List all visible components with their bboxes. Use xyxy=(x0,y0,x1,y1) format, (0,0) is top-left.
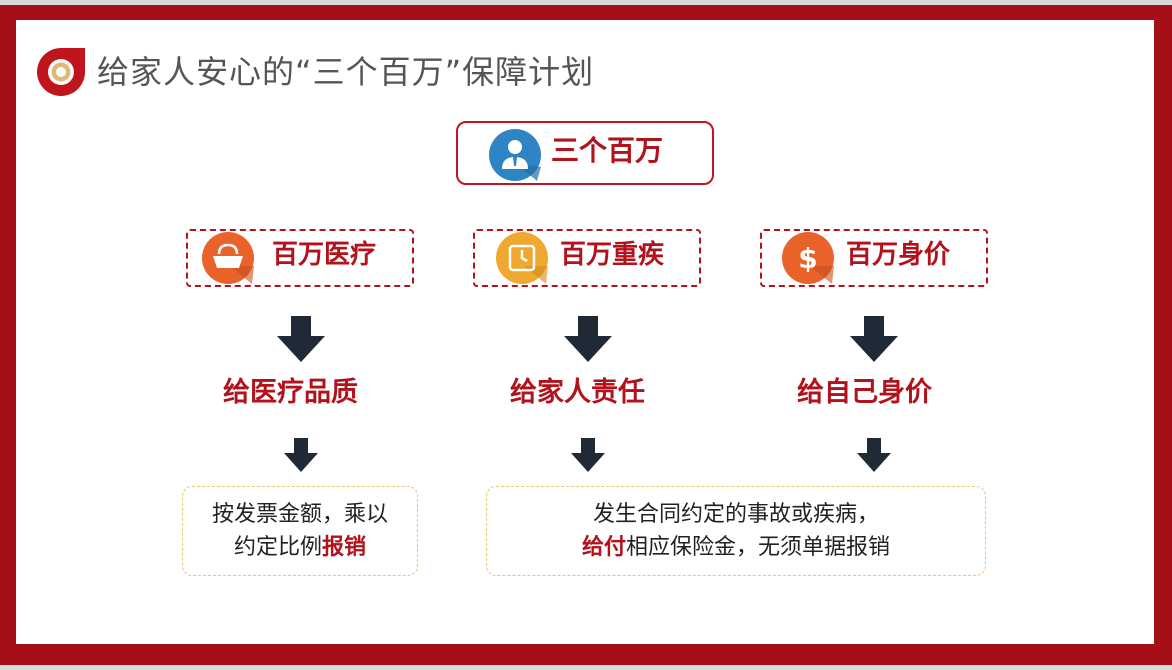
category-box-medical xyxy=(186,229,414,287)
note-family-self-text: 发生合同约定的事故或疾病， 给付相应保险金，无须单据报销 xyxy=(486,499,986,564)
category-label-critical-illness: 百万重疾 xyxy=(560,240,665,270)
down-arrow-icon xyxy=(850,316,898,362)
svg-text:$: $ xyxy=(798,242,817,275)
down-arrow-icon xyxy=(564,316,612,362)
down-arrow-icon xyxy=(857,438,891,472)
category-box-life xyxy=(760,229,988,287)
category-label-medical: 百万医疗 xyxy=(272,240,377,270)
clock-icon xyxy=(496,232,548,284)
note-box-family-self xyxy=(486,486,986,576)
category-box-critical-illness xyxy=(473,229,701,287)
down-arrow-icon xyxy=(277,316,325,362)
note-box-medical xyxy=(182,486,418,576)
down-arrow-icon xyxy=(571,438,605,472)
brand-logo-icon xyxy=(37,48,85,96)
note-medical-text: 按发票金额，乘以 约定比例报销 xyxy=(182,499,418,564)
basket-icon xyxy=(202,232,254,284)
businessman-icon xyxy=(489,129,541,181)
note-medical-line1: 按发票金额，乘以 xyxy=(211,502,388,527)
note-family-plain: 相应保险金，无须单据报销 xyxy=(626,535,891,560)
down-arrow-icon xyxy=(284,438,318,472)
note-medical-highlight: 报销 xyxy=(322,534,367,560)
page-title: 给家人安心的“三个百万”保障计划 xyxy=(97,53,595,91)
note-family-highlight: 给付 xyxy=(581,534,626,560)
note-family-line2: 给付相应保险金，无须单据报销 xyxy=(486,531,986,564)
benefit-label-self: 给自己身价 xyxy=(797,377,932,408)
benefit-label-family: 给家人责任 xyxy=(510,377,645,408)
dollar-icon: $ xyxy=(782,232,834,284)
top-plan-label: 三个百万 xyxy=(551,134,664,167)
note-medical-line2: 约定比例报销 xyxy=(182,531,418,564)
benefit-label-medical: 给医疗品质 xyxy=(223,377,358,408)
note-family-line1: 发生合同约定的事故或疾病， xyxy=(592,502,879,527)
category-label-life: 百万身价 xyxy=(846,240,951,270)
note-medical-plain: 约定比例 xyxy=(233,535,322,560)
